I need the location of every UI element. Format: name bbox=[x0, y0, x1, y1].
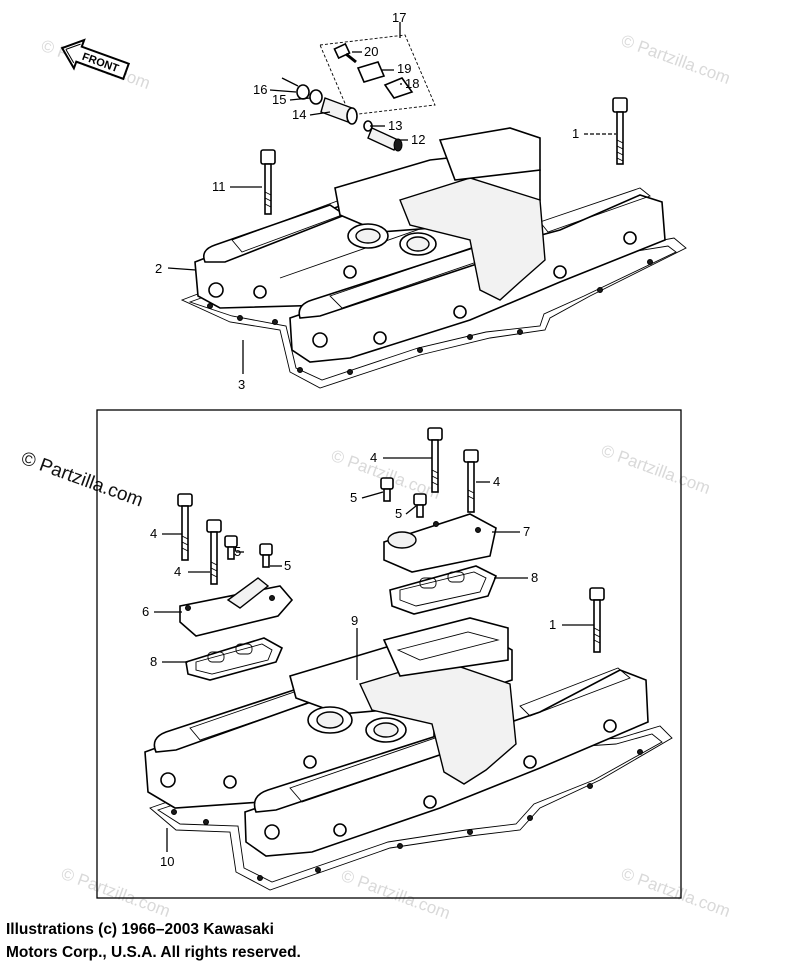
callout-13: 13 bbox=[388, 118, 402, 133]
callout-4: 4 bbox=[150, 526, 157, 541]
callout-14: 14 bbox=[292, 107, 306, 122]
callout-8: 8 bbox=[150, 654, 157, 669]
watermark: © Partzilla.com bbox=[619, 31, 733, 88]
watermark: © Partzilla.com bbox=[599, 441, 713, 498]
callout-5: 5 bbox=[395, 506, 402, 521]
bolt-4-icon bbox=[177, 493, 193, 561]
callout-19: 19 bbox=[397, 61, 411, 76]
plate-18-icon bbox=[383, 77, 414, 99]
bolt-5-icon bbox=[224, 535, 238, 560]
bolt-4-icon bbox=[206, 519, 222, 585]
washer-16-icon bbox=[296, 84, 310, 100]
cam-cover-crossbeam-top bbox=[334, 127, 546, 301]
callout-4: 4 bbox=[370, 450, 377, 465]
watermark: © Partzilla.com bbox=[619, 864, 733, 921]
leader-lines-bottom bbox=[154, 457, 594, 852]
callouts-bottom: 4 5 4 5 5 7 8 4 5 4 5 6 8 9 1 10 bbox=[142, 450, 556, 869]
bolt-1-bottom-icon bbox=[589, 587, 605, 653]
gasket-8-icon bbox=[185, 637, 284, 681]
callout-6: 6 bbox=[142, 604, 149, 619]
kit-frame bbox=[96, 409, 682, 899]
callout-1-top: 1 bbox=[572, 126, 579, 141]
callout-18: 18 bbox=[405, 76, 419, 91]
gasket-holes-top bbox=[207, 259, 653, 375]
watermark-main: © Partzilla.com bbox=[18, 448, 145, 512]
callout-5: 5 bbox=[284, 558, 291, 573]
watermark: © Partzilla.com bbox=[339, 866, 453, 923]
bolt-20-icon bbox=[333, 42, 357, 64]
callout-12: 12 bbox=[411, 132, 425, 147]
gasket-holes-bottom bbox=[171, 749, 643, 881]
callout-5: 5 bbox=[350, 490, 357, 505]
gasket-8-icon bbox=[389, 565, 498, 615]
bolt-5-icon bbox=[413, 493, 427, 518]
bolt-5-icon bbox=[259, 543, 273, 568]
callout-5: 5 bbox=[234, 544, 241, 559]
breather-cover-6-icon bbox=[179, 577, 294, 637]
watermark: © Partzilla.com bbox=[59, 864, 173, 921]
callout-1-bottom: 1 bbox=[549, 617, 556, 632]
bolt-4-icon bbox=[427, 427, 443, 493]
cam-cover-crossbeam-bottom bbox=[289, 617, 517, 785]
callout-9: 9 bbox=[351, 613, 358, 628]
callouts-top: 17 20 19 18 16 15 14 13 12 1 11 2 3 bbox=[155, 10, 579, 392]
callout-3: 3 bbox=[238, 377, 245, 392]
fitting-14-icon bbox=[320, 97, 358, 125]
callout-16: 16 bbox=[253, 82, 267, 97]
copyright-notice: Illustrations (c) 1966–2003 Kawasaki Mot… bbox=[6, 918, 526, 964]
callout-4: 4 bbox=[493, 474, 500, 489]
bolt-4-icon bbox=[463, 449, 479, 513]
callout-7: 7 bbox=[523, 524, 530, 539]
callout-20: 20 bbox=[364, 44, 378, 59]
bolt-5-icon bbox=[380, 477, 394, 502]
washer-15-icon bbox=[309, 89, 323, 105]
leader-lines-top bbox=[167, 51, 616, 374]
breather-cover-7-icon bbox=[383, 513, 497, 573]
callout-2: 2 bbox=[155, 261, 162, 276]
front-arrow-icon: FRONT bbox=[60, 38, 131, 81]
callout-8: 8 bbox=[531, 570, 538, 585]
bracket-19-icon bbox=[356, 61, 386, 83]
callout-17: 17 bbox=[392, 10, 406, 25]
callout-11: 11 bbox=[212, 179, 226, 194]
fitting-12-icon bbox=[367, 127, 403, 152]
copyright-line-1: Illustrations (c) 1966–2003 Kawasaki bbox=[6, 921, 274, 938]
callout-10: 10 bbox=[160, 854, 174, 869]
bolt-1-top-icon bbox=[612, 97, 628, 165]
callout-15: 15 bbox=[272, 92, 286, 107]
cylinder-head-cover-left-bottom bbox=[144, 683, 435, 809]
copyright-line-2: Motors Corp., U.S.A. All rights reserved… bbox=[6, 944, 301, 961]
callout-4: 4 bbox=[174, 564, 181, 579]
bolt-11-icon bbox=[260, 149, 276, 215]
